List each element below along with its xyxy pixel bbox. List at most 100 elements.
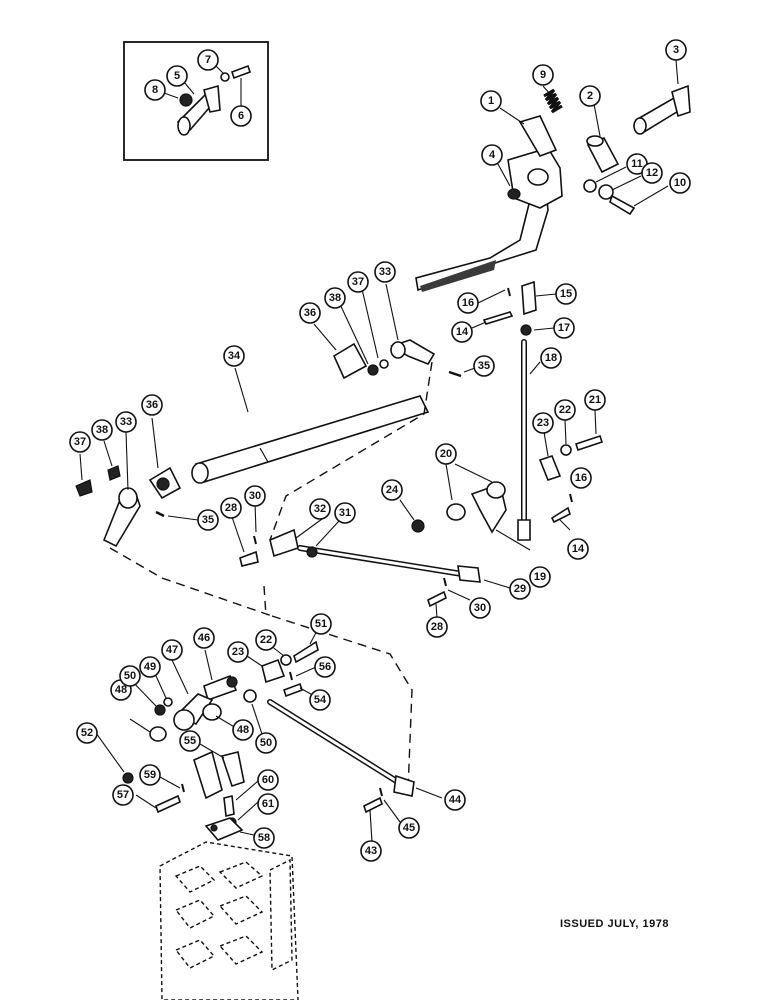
svg-text:37: 37 [352,276,364,288]
svg-text:55: 55 [184,735,196,747]
callout-14a: 14 [451,321,473,343]
callout-52: 52 [76,722,98,744]
svg-text:3: 3 [673,44,679,56]
svg-text:18: 18 [545,352,557,364]
callout-5: 5 [166,65,188,87]
svg-text:47: 47 [166,644,178,656]
rod-29-assembly [231,501,511,619]
callout-46: 46 [193,627,215,649]
svg-text:38: 38 [96,424,108,436]
svg-text:6: 6 [238,110,244,122]
callout-30a: 30 [244,485,266,507]
svg-text:33: 33 [120,416,132,428]
callout-36b: 36 [141,394,163,416]
svg-text:60: 60 [262,774,274,786]
callout-17: 17 [553,317,575,339]
callout-37b: 37 [69,431,91,453]
bushing [586,103,620,174]
callout-54: 54 [309,689,331,711]
callout-48b: 48 [232,719,254,741]
callout-21: 21 [584,389,606,411]
callout-16b: 16 [570,467,592,489]
svg-text:24: 24 [386,484,399,496]
svg-text:4: 4 [489,149,496,161]
callout-19: 19 [529,566,551,588]
svg-text:15: 15 [560,288,572,300]
callout-51: 51 [310,613,332,635]
svg-text:54: 54 [314,694,327,706]
svg-text:30: 30 [249,490,261,502]
svg-text:51: 51 [315,618,327,630]
callout-15: 15 [555,283,577,305]
svg-text:5: 5 [174,70,180,82]
spring [542,85,563,114]
svg-text:59: 59 [144,769,156,781]
svg-text:45: 45 [403,822,415,834]
svg-text:44: 44 [449,794,462,806]
callout-16a: 16 [457,292,479,314]
svg-text:49: 49 [144,661,156,673]
callout-34: 34 [223,345,245,367]
callout-44: 44 [444,789,466,811]
callout-55: 55 [179,730,201,752]
svg-text:2: 2 [587,90,593,102]
callout-8: 8 [144,79,166,101]
svg-text:23: 23 [537,417,549,429]
svg-text:23: 23 [232,646,244,658]
callout-1: 1 [480,90,502,112]
callout-14b: 14 [567,538,589,560]
callout-24: 24 [381,479,403,501]
clevis-rod-assembly [471,280,557,541]
svg-text:50: 50 [124,670,136,682]
issued-date-label: ISSUED JULY, 1978 [560,918,669,930]
lever-33-upper [337,283,436,376]
svg-text:33: 33 [379,266,391,278]
callout-59: 59 [139,764,161,786]
callout-33b: 33 [115,411,137,433]
brake-pedal [415,107,563,292]
svg-text:36: 36 [304,307,316,319]
callout-37a: 37 [347,271,369,293]
svg-text:32: 32 [314,503,326,515]
svg-text:14: 14 [456,326,469,338]
callout-6: 6 [230,105,252,127]
callout-36a: 36 [299,302,321,324]
svg-text:38: 38 [329,292,341,304]
callout-50b: 50 [255,732,277,754]
callout-43: 43 [360,840,382,862]
callout-28a: 28 [220,497,242,519]
callout-28b: 28 [426,616,448,638]
svg-text:28: 28 [431,621,443,633]
lever-19 [445,463,531,551]
svg-text:9: 9 [540,69,546,81]
pin-14-16-right [550,493,573,531]
svg-text:58: 58 [258,832,270,844]
housing-block [159,841,299,1000]
callout-60: 60 [257,769,279,791]
callout-9: 9 [532,64,554,86]
washer-4 [497,163,521,200]
svg-text:10: 10 [674,177,686,189]
nut-24 [399,499,425,533]
svg-text:11: 11 [631,158,643,170]
svg-text:52: 52 [81,727,93,739]
svg-text:16: 16 [462,297,474,309]
svg-text:48: 48 [237,724,249,736]
callout-2: 2 [579,85,601,107]
callout-3: 3 [665,39,687,61]
svg-text:31: 31 [339,507,351,519]
svg-text:50: 50 [260,737,272,749]
callout-49: 49 [139,656,161,678]
svg-text:35: 35 [478,360,490,372]
rod-44-assembly [267,699,443,843]
callout-57: 57 [112,784,134,806]
svg-text:21: 21 [589,394,601,406]
callout-61: 61 [257,793,279,815]
inset-box [123,41,269,161]
svg-text:22: 22 [260,634,272,646]
svg-text:16: 16 [575,472,587,484]
svg-text:43: 43 [365,845,377,857]
svg-text:34: 34 [228,350,241,362]
callout-29: 29 [509,578,531,600]
callout-10: 10 [669,172,691,194]
